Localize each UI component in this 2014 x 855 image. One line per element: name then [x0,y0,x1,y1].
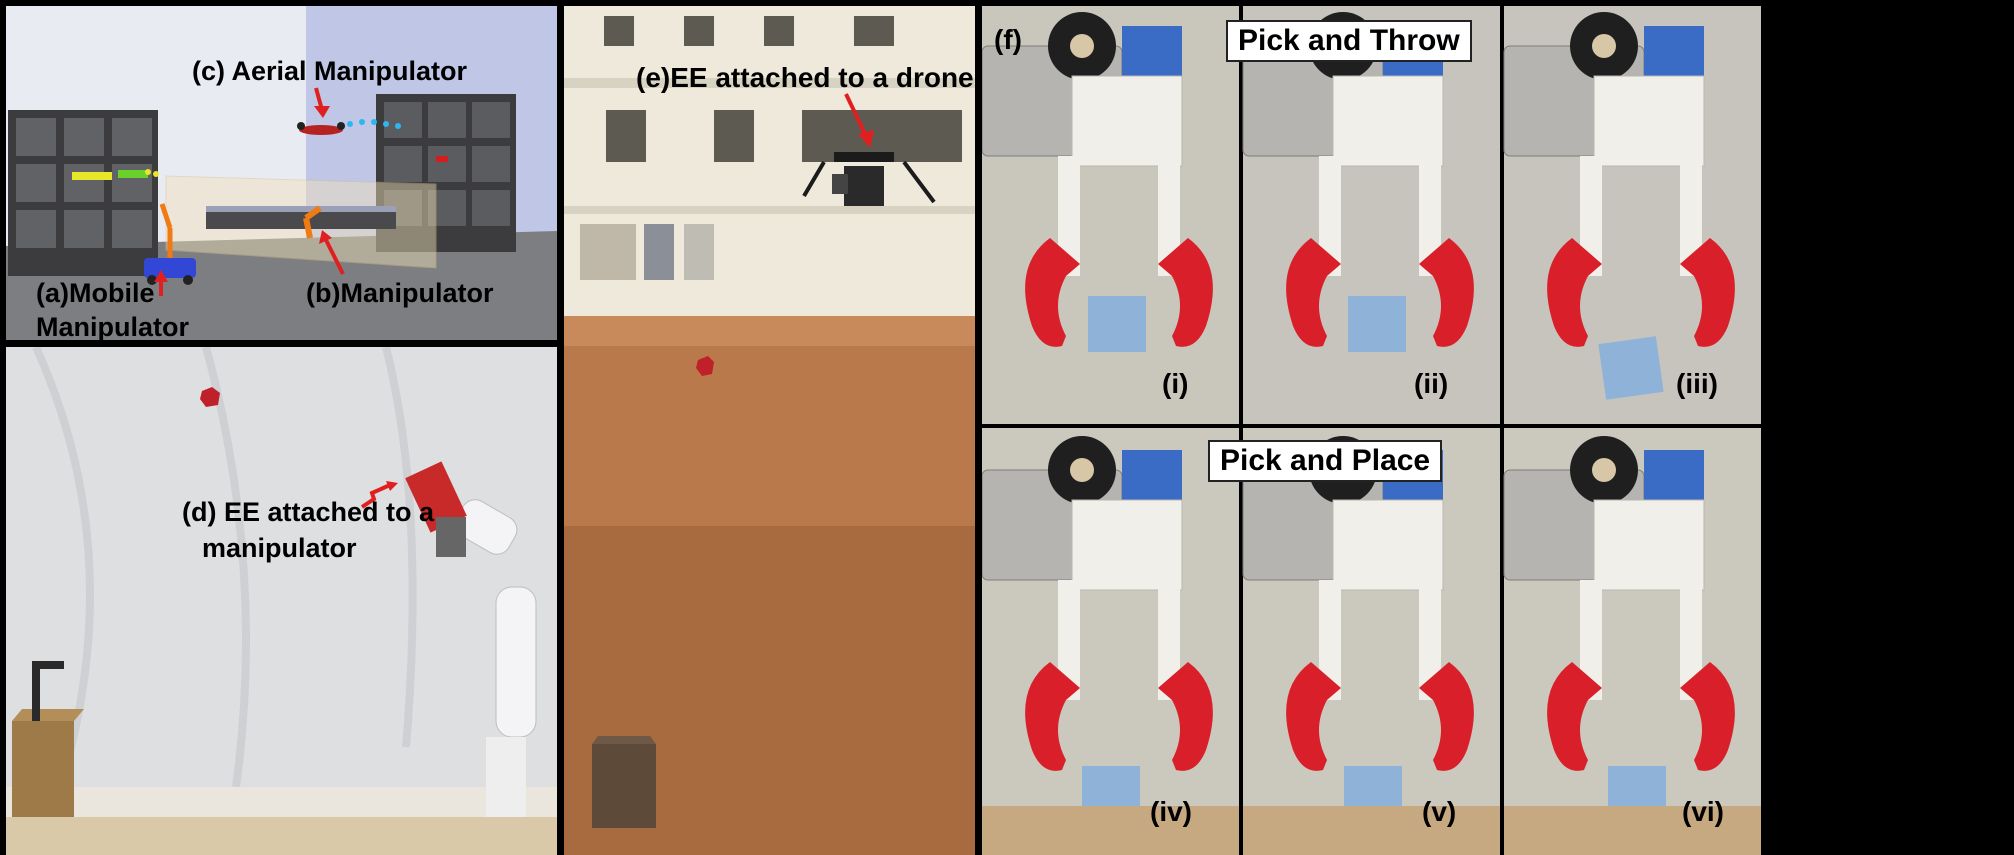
thrown-cube [200,387,220,407]
cube-i [1088,296,1146,352]
label-ee-manipulator-2: manipulator [202,533,357,563]
label-manipulator: (b)Manipulator [306,278,494,308]
label-aerial-manipulator: (c) Aerial Manipulator [192,56,468,86]
hexacopter-drone [802,152,936,206]
panel-a-simulation: (c) Aerial Manipulator (a)Mobile Manipul… [6,6,557,340]
label-ee-drone: (e)EE attached to a drone [636,62,974,93]
roman-iii: (iii) [1676,368,1718,399]
label-mobile-manipulator-2: Manipulator [36,312,189,340]
cube-ii [1348,296,1406,352]
panel-e-outdoor: (e)EE attached to a drone [564,6,975,855]
conveyor-enclosure [165,175,437,269]
arrow-to-manipulator [323,237,345,275]
robot-arm [405,461,537,817]
label-ee-manipulator-1: (d) EE attached to a [182,497,435,527]
gripper-drawings [982,11,1761,855]
lab-scene [6,347,557,855]
panel-f-gripper: (f) Pick and Throw Pick and Place (i) (i… [982,6,2014,855]
roman-v: (v) [1422,796,1457,827]
title-pick-and-place: Pick and Place [1208,440,1443,482]
label-f: (f) [994,24,1022,55]
cube-iii [1598,336,1664,400]
left-shelf [8,110,158,276]
drone [297,122,345,135]
ground-box [592,736,656,828]
roman-iv: (iv) [1150,796,1192,827]
cardboard-box [12,709,84,817]
roman-vi: (vi) [1682,796,1724,827]
thrown-cube-outdoor [696,356,714,376]
title-pick-and-throw: Pick and Throw [1226,20,1472,62]
warehouse-scene [6,6,557,340]
arrow-to-drone-e [844,93,874,148]
outdoor-scene [564,6,975,855]
roman-ii: (ii) [1414,368,1449,399]
arrow-to-ee [360,481,398,509]
mobile-manipulator [144,203,196,285]
panel-d-lab: (d) EE attached to a manipulator [6,347,557,855]
fixed-manipulator [303,205,322,239]
roman-i: (i) [1162,368,1189,399]
trajectory-dots [145,119,401,177]
label-mobile-manipulator-1: (a)Mobile [36,278,155,308]
